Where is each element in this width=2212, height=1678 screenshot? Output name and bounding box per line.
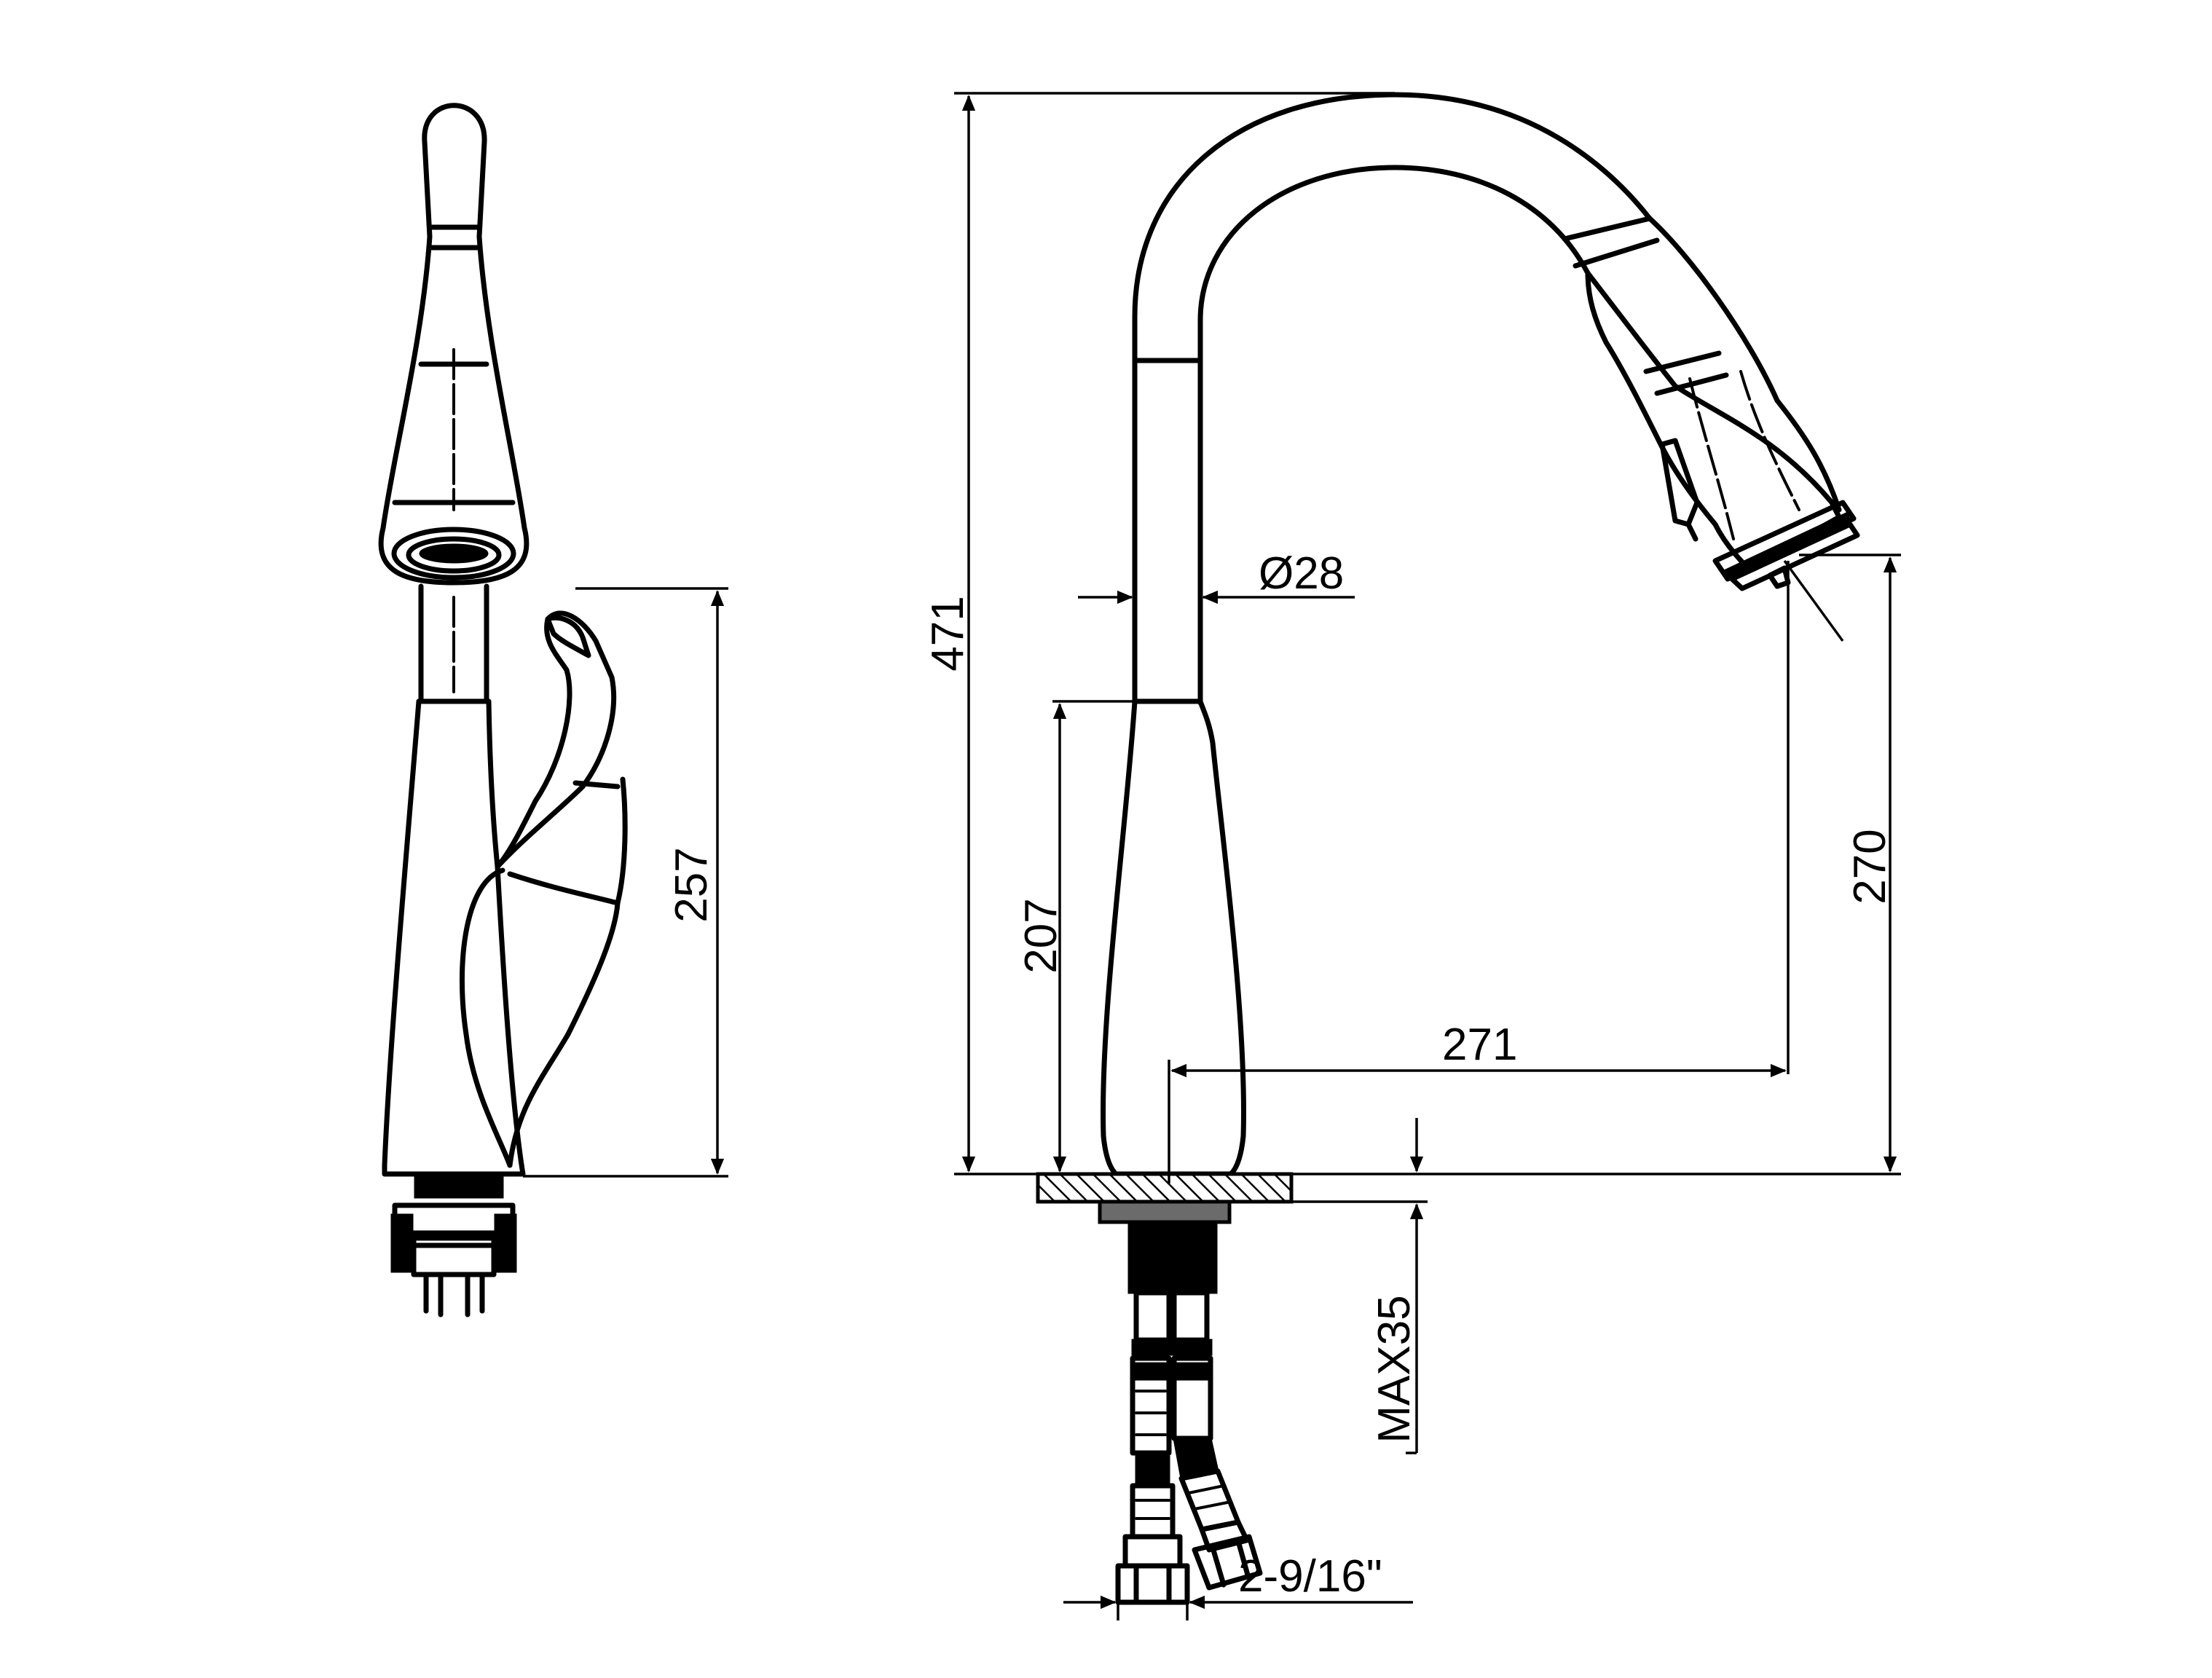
dim-271: 271 xyxy=(1168,559,1844,1183)
dim-471: 471 xyxy=(923,92,1395,1175)
dim-270: 270 xyxy=(1291,554,1901,1175)
dim-thread-label: 2-9/16" xyxy=(1238,1551,1382,1602)
dim-max35-label: MAX35 xyxy=(1369,1295,1420,1443)
front-body xyxy=(1101,698,1246,1177)
front-spout xyxy=(1132,92,1653,363)
dim-471-label: 471 xyxy=(923,596,973,671)
dim-207: 207 xyxy=(1016,700,1133,1173)
side-spray-face xyxy=(391,527,516,580)
dim-207-label: 207 xyxy=(1016,898,1066,973)
side-body xyxy=(382,698,526,1177)
front-supply-hoses xyxy=(1115,1237,1263,1605)
dim-thread-2-9-16: 2-9/16" xyxy=(1063,1551,1413,1620)
side-spray-head xyxy=(378,103,530,586)
front-view: 471 207 Ø28 270 271 xyxy=(923,92,1901,1620)
dim-diameter-28: Ø28 xyxy=(1078,548,1355,604)
side-view: 257 xyxy=(378,103,728,1317)
dim-257-label: 257 xyxy=(666,847,717,922)
side-handle xyxy=(495,610,617,870)
side-mounting-hardware xyxy=(390,1173,517,1317)
front-spray-head xyxy=(1585,270,1842,571)
dim-270-label: 270 xyxy=(1845,829,1895,904)
dim-257: 257 xyxy=(523,587,728,1178)
front-deck-section xyxy=(1036,1172,1294,1204)
dim-diameter-28-label: Ø28 xyxy=(1259,548,1344,599)
dim-max35: MAX35 xyxy=(1291,1118,1428,1454)
dim-271-label: 271 xyxy=(1442,1020,1517,1070)
